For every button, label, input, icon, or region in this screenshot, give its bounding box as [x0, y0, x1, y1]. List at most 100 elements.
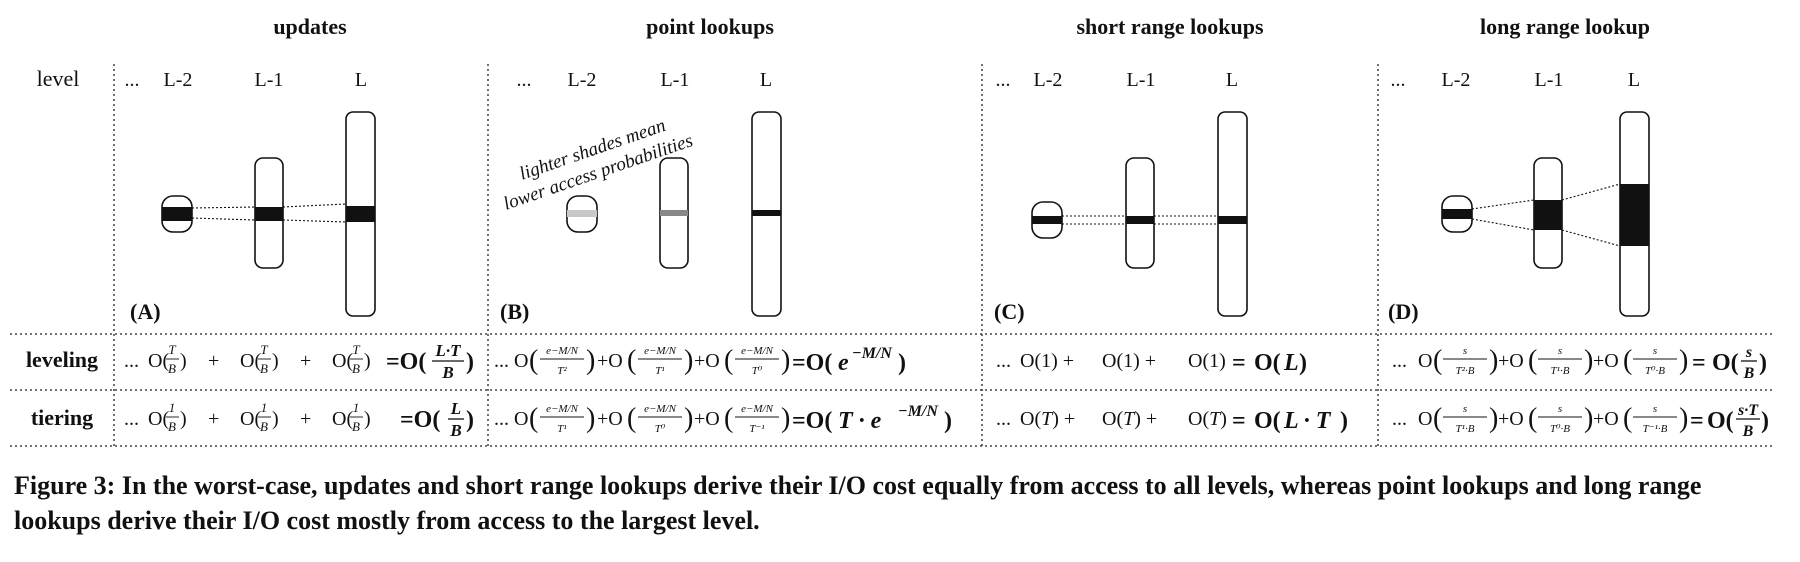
svg-text:s: s — [1558, 345, 1562, 357]
run-L-1 — [1125, 157, 1155, 269]
svg-text:(: ( — [529, 345, 538, 376]
svg-text:...: ... — [124, 350, 139, 372]
level-ellipsis: ... — [1391, 69, 1406, 91]
panel-label-B: (B) — [500, 299, 529, 324]
svg-text:B: B — [168, 361, 176, 376]
svg-text:T¹·B: T¹·B — [1456, 423, 1475, 435]
grid-lines — [10, 64, 1772, 447]
svg-text:+: + — [300, 408, 311, 430]
svg-text:O(: O( — [332, 408, 353, 430]
figure-caption: Figure 3: In the worst-case, updates and… — [14, 471, 1702, 536]
run-L — [1217, 111, 1248, 317]
panel-label-A: (A) — [130, 299, 161, 324]
svg-text:): ) — [466, 407, 474, 433]
svg-text:): ) — [1584, 345, 1593, 376]
svg-text:): ) — [180, 350, 187, 372]
column-header-updates: updates — [273, 14, 347, 39]
svg-text:(: ( — [1433, 345, 1442, 376]
svg-text:T⁻¹: T⁻¹ — [749, 423, 764, 435]
svg-text:s: s — [1745, 344, 1752, 361]
svg-text:O: O — [514, 408, 528, 430]
svg-text:): ) — [586, 403, 595, 434]
svg-text:): ) — [1759, 350, 1767, 376]
level-L-1: L-1 — [255, 69, 284, 91]
accessed-block — [1032, 216, 1062, 224]
svg-text:): ) — [1340, 408, 1348, 434]
svg-text:+: + — [208, 350, 219, 372]
column-header-short-range: short range lookups — [1076, 14, 1263, 39]
level-L: L — [355, 69, 367, 91]
svg-text:): ) — [1299, 350, 1307, 376]
level-labels-C: ... L-2 L-1 L — [996, 69, 1239, 91]
svg-text:): ) — [1679, 403, 1688, 434]
svg-text:T: T — [352, 342, 360, 357]
level-ellipsis: ... — [517, 69, 532, 91]
svg-text:B: B — [352, 419, 360, 434]
accessed-block — [1218, 216, 1247, 224]
cell-leveling-long-range: ... O ( s T²·B ) +O ( s T¹·B ) +O ( s T⁰… — [1392, 344, 1767, 382]
svg-text:+O: +O — [694, 408, 720, 430]
svg-text:O(: O( — [148, 408, 169, 430]
accessed-block — [1442, 209, 1472, 219]
svg-text:O(: O( — [240, 408, 261, 430]
svg-text:L·T: L·T — [434, 341, 461, 360]
svg-text:(: ( — [1528, 345, 1537, 376]
svg-text:e−M/N: e−M/N — [644, 403, 677, 415]
svg-text:...: ... — [494, 408, 509, 430]
accessed-block — [752, 210, 781, 216]
svg-text:B: B — [441, 363, 453, 382]
level-L-2: L-2 — [1034, 69, 1063, 91]
level-L: L — [760, 69, 772, 91]
cell-tiering-short-range: ... O(T) + O(T) + O(T) = O( L · T ) — [996, 408, 1348, 434]
svg-text:+O: +O — [1593, 350, 1619, 372]
level-L: L — [1628, 69, 1640, 91]
panel-updates — [161, 111, 376, 317]
svg-text:(: ( — [1433, 403, 1442, 434]
svg-text:B: B — [260, 419, 268, 434]
svg-text:): ) — [781, 345, 790, 376]
svg-text:O(T) +: O(T) + — [1102, 408, 1157, 430]
svg-text:O(: O( — [148, 350, 169, 372]
cell-tiering-point-lookups: ... O ( e−M/N T¹ ) +O ( e−M/N T⁰ ) +O ( … — [494, 403, 952, 435]
svg-text:T²: T² — [557, 365, 567, 377]
svg-text:T⁰·B: T⁰·B — [1645, 365, 1665, 377]
figure-diagram: updates point lookups short range lookup… — [10, 14, 1772, 447]
svg-text:O: O — [514, 350, 528, 372]
svg-text:T⁰·B: T⁰·B — [1550, 423, 1570, 435]
svg-text:T⁻¹·B: T⁻¹·B — [1643, 423, 1668, 435]
accessed-block — [255, 207, 283, 221]
svg-text:): ) — [364, 350, 371, 372]
cell-leveling-short-range: ... O(1) + O(1) + O(1) = O( L ) — [996, 350, 1307, 376]
svg-text:(: ( — [724, 345, 733, 376]
svg-text:): ) — [1584, 403, 1593, 434]
level-L-1: L-1 — [1535, 69, 1564, 91]
svg-text:): ) — [272, 408, 279, 430]
panel-point-lookups: lighter shades mean lower access probabi… — [501, 111, 782, 317]
svg-text:=: = — [1692, 350, 1706, 376]
svg-text:+O: +O — [1498, 408, 1524, 430]
svg-text:e−M/N: e−M/N — [741, 345, 774, 357]
svg-text:): ) — [1489, 403, 1498, 434]
svg-text:T²·B: T²·B — [1456, 365, 1475, 377]
svg-text:(: ( — [1528, 403, 1537, 434]
level-L-2: L-2 — [1442, 69, 1471, 91]
svg-text:L · T: L · T — [1283, 408, 1332, 434]
svg-text:L: L — [1283, 350, 1299, 376]
accessed-block — [162, 207, 192, 221]
svg-text:...: ... — [1392, 408, 1407, 430]
svg-text:B: B — [260, 361, 268, 376]
svg-text:): ) — [684, 345, 693, 376]
svg-text:): ) — [1679, 345, 1688, 376]
svg-text:1: 1 — [353, 400, 360, 415]
svg-text:+O: +O — [694, 350, 720, 372]
panel-short-range — [1031, 111, 1248, 317]
svg-text:s: s — [1558, 403, 1562, 415]
svg-text:T: T — [260, 342, 268, 357]
level-labels-A: ... L-2 L-1 L — [125, 69, 368, 91]
svg-text:O(: O( — [1254, 408, 1281, 434]
level-label: level — [37, 66, 80, 91]
svg-text:): ) — [898, 350, 906, 376]
svg-text:B: B — [352, 361, 360, 376]
svg-text:=: = — [1690, 408, 1704, 434]
